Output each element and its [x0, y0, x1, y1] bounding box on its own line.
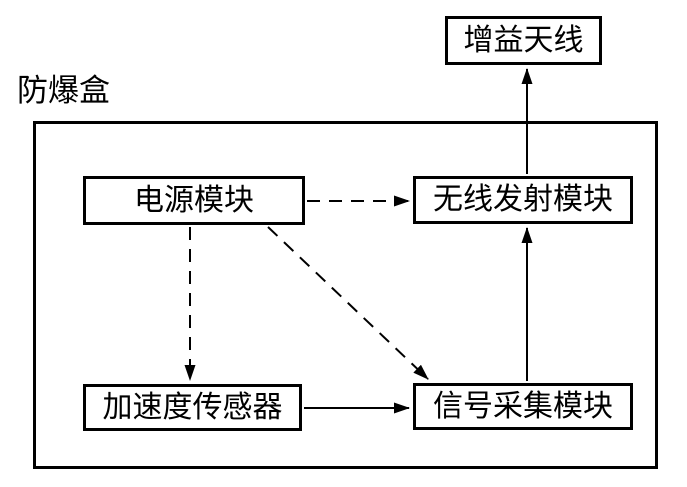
power-module-box: 电源模块: [83, 176, 305, 225]
acceleration-sensor-box: 加速度传感器: [83, 384, 302, 431]
gain-antenna-box: 增益天线: [445, 16, 602, 65]
enclosure-box: [33, 121, 658, 469]
wireless-transmit-module-box: 无线发射模块: [413, 176, 633, 224]
enclosure-label: 防爆盒: [17, 73, 110, 108]
signal-acquisition-module-box: 信号采集模块: [413, 383, 633, 430]
